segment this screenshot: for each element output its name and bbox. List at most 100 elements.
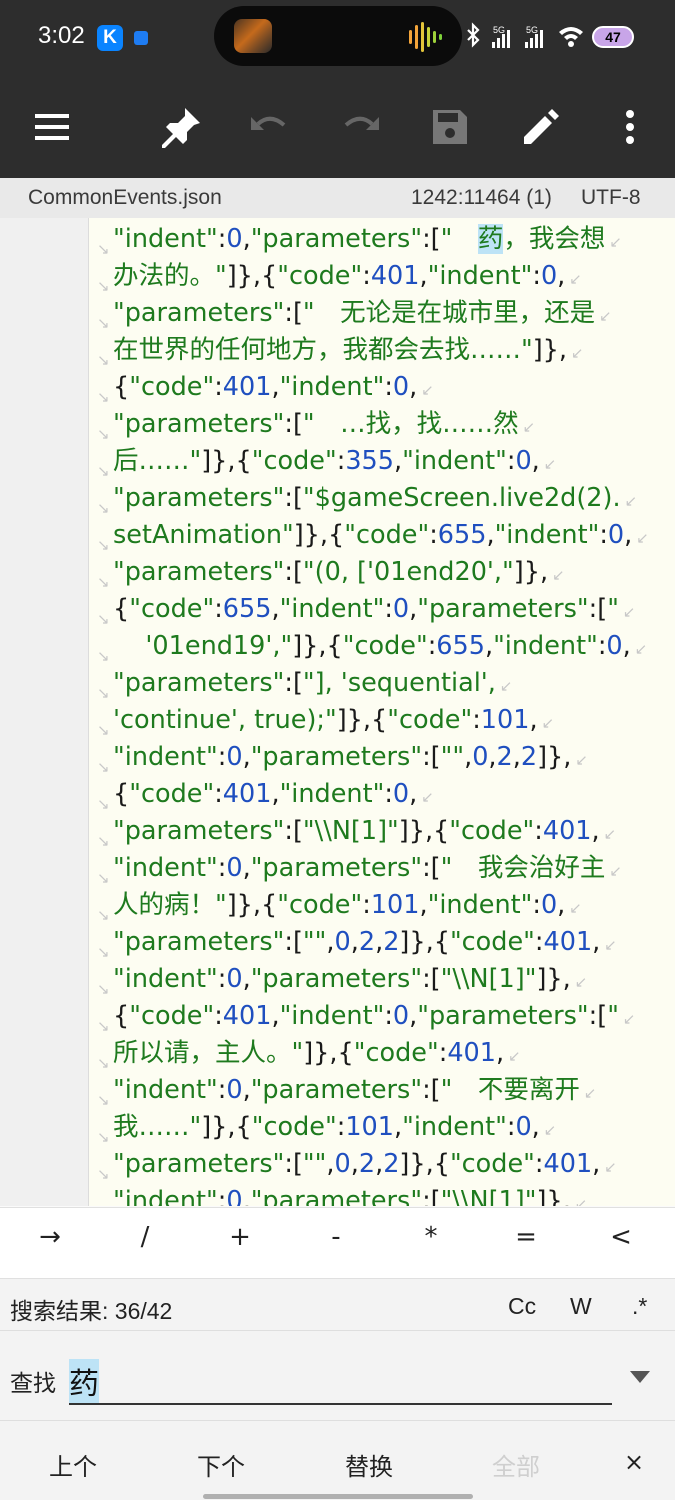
code-token: : [217, 1075, 227, 1105]
code-line[interactable]: ↘人的病！"]},{"code":101,"indent":0,↙ [97, 887, 663, 924]
code-token: "parameters" [113, 409, 285, 439]
code-token: 所以请，主人。" [113, 1038, 304, 1068]
code-line[interactable]: ↘"indent":0,"parameters":[" 不要离开↙ [97, 1072, 663, 1109]
code-token: 在世界的任何地方，我都会去找……" [113, 335, 533, 365]
match-case-toggle[interactable]: Cc [508, 1293, 537, 1319]
key-minus[interactable]: - [331, 1222, 341, 1252]
find-input[interactable] [69, 1353, 612, 1405]
redo-icon[interactable] [336, 103, 384, 151]
code-token: 0 [392, 594, 410, 624]
code-line[interactable]: ↘在世界的任何地方，我都会去找……"]},↙ [97, 332, 663, 369]
code-token: :[ [422, 1075, 441, 1105]
k-app-icon: K [97, 25, 123, 51]
code-token: , [512, 742, 521, 772]
code-editor[interactable]: ↘"indent":0,"parameters":[" 药，我会想↙↘办法的。"… [0, 218, 675, 1206]
menu-icon[interactable] [28, 103, 76, 151]
code-token: 0 [226, 1186, 243, 1206]
code-token: : [384, 1001, 393, 1031]
code-line[interactable]: ↘我……"]},{"code":101,"indent":0,↙ [97, 1109, 663, 1146]
key-slash[interactable]: / [140, 1222, 150, 1252]
code-token: 0 [334, 927, 351, 957]
more-icon[interactable] [606, 103, 654, 151]
code-token: 0 [392, 779, 410, 809]
code-token: , [409, 1001, 418, 1031]
status-time: 3:02 [38, 22, 85, 49]
code-line[interactable]: ↘"parameters":["$gameScreen.live2d(2).↙ [97, 480, 663, 517]
code-token: 401 [222, 372, 272, 402]
file-encoding[interactable]: UTF-8 [581, 186, 641, 209]
whole-word-toggle[interactable]: W [570, 1293, 592, 1319]
code-token: , [350, 927, 359, 957]
key-arrow[interactable]: → [39, 1222, 61, 1252]
key-plus[interactable]: + [229, 1222, 251, 1252]
code-token: : [217, 964, 227, 994]
code-token: : [429, 520, 438, 550]
close-search-button[interactable]: × [624, 1448, 645, 1476]
code-token: , [242, 853, 251, 883]
code-line[interactable]: ↘"parameters":["",0,2,2]},{"code":401,↙ [97, 924, 663, 961]
code-line[interactable]: ↘ '01end19',"]},{"code":655,"indent":0,↙ [97, 628, 663, 665]
find-next-button[interactable]: 下个 [197, 1453, 245, 1481]
wrap-indicator-icon: ↙ [599, 307, 612, 325]
search-action-row: 上个 下个 替换 全部 × [0, 1421, 675, 1500]
wrap-continuation-icon: ↘ [97, 536, 110, 554]
code-line[interactable]: ↘"parameters":[" 无论是在城市里，还是↙ [97, 295, 663, 332]
code-token: "parameters" [417, 1001, 589, 1031]
code-token: 0 [226, 964, 243, 994]
code-token: , [271, 1001, 280, 1031]
code-line[interactable]: ↘"indent":0,"parameters":["\\N[1]"]},↙ [97, 961, 663, 998]
find-input-value[interactable]: 药 [69, 1359, 99, 1403]
code-token: : [472, 705, 481, 735]
key-equals[interactable]: = [515, 1222, 537, 1252]
code-line[interactable]: ↘后……"]},{"code":355,"indent":0,↙ [97, 443, 663, 480]
wifi-icon [559, 27, 583, 47]
code-line[interactable]: ↘"parameters":["], 'sequential',↙ [97, 665, 663, 702]
home-indicator[interactable] [203, 1494, 473, 1499]
code-content[interactable]: ↘"indent":0,"parameters":[" 药，我会想↙↘办法的。"… [97, 221, 663, 1206]
wrap-continuation-icon: ↘ [97, 610, 110, 628]
regex-toggle[interactable]: .* [632, 1293, 648, 1319]
code-token: "parameters" [113, 483, 285, 513]
wrap-continuation-icon: ↘ [97, 351, 110, 369]
find-history-dropdown-icon[interactable] [630, 1371, 650, 1383]
code-line[interactable]: ↘所以请，主人。"]},{"code":401,↙ [97, 1035, 663, 1072]
code-line[interactable]: ↘"indent":0,"parameters":[" 药，我会想↙ [97, 221, 663, 258]
code-token: "code" [449, 927, 535, 957]
replace-all-button[interactable]: 全部 [492, 1453, 540, 1481]
code-token: 人的病！" [113, 890, 227, 920]
code-line[interactable]: ↘"parameters":["",0,2,2]},{"code":401,↙ [97, 1146, 663, 1183]
edit-icon[interactable] [516, 103, 564, 151]
code-token: "indent" [427, 890, 533, 920]
code-line[interactable]: ↘'continue', true);"]},{"code":101,↙ [97, 702, 663, 739]
code-line[interactable]: ↘办法的。"]},{"code":401,"indent":0,↙ [97, 258, 663, 295]
key-asterisk[interactable]: * [424, 1222, 438, 1252]
code-token: : [506, 1112, 516, 1142]
code-line[interactable]: ↘"indent":0,"parameters":["",0,2,2]},↙ [97, 739, 663, 776]
replace-button[interactable]: 替换 [345, 1453, 393, 1481]
dynamic-island[interactable] [214, 6, 462, 66]
undo-icon[interactable] [246, 103, 294, 151]
code-line[interactable]: ↘{"code":401,"indent":0,↙ [97, 776, 663, 813]
code-token: ]},{ [201, 446, 252, 476]
code-line[interactable]: ↘"parameters":["\\N[1]"]},{"code":401,↙ [97, 813, 663, 850]
code-token: : [362, 890, 371, 920]
key-less-than[interactable]: < [610, 1222, 632, 1252]
pin-icon[interactable] [157, 103, 205, 151]
code-line[interactable]: ↘{"code":655,"indent":0,"parameters":["↙ [97, 591, 663, 628]
code-token: "indent" [279, 1001, 385, 1031]
code-line[interactable]: ↘"indent":0,"parameters":["\\N[1]"]},↙ [97, 1183, 663, 1206]
code-token: ]}, [513, 557, 549, 587]
code-line[interactable]: ↘setAnimation"]},{"code":655,"indent":0,… [97, 517, 663, 554]
cursor-position: 1242:11464 (1) [411, 186, 552, 209]
code-line[interactable]: ↘"indent":0,"parameters":[" 我会治好主↙ [97, 850, 663, 887]
code-token: : [384, 779, 393, 809]
code-line[interactable]: ↘{"code":401,"indent":0,"parameters":["↙ [97, 998, 663, 1035]
find-previous-button[interactable]: 上个 [49, 1453, 97, 1481]
code-line[interactable]: ↘"parameters":[" …找，找……然↙ [97, 406, 663, 443]
code-token: 我……" [113, 1112, 202, 1142]
code-token: " …找，找……然 [302, 409, 519, 439]
code-line[interactable]: ↘{"code":401,"indent":0,↙ [97, 369, 663, 406]
save-icon[interactable] [426, 103, 474, 151]
code-line[interactable]: ↘"parameters":["(0, ['01end20',"]},↙ [97, 554, 663, 591]
code-token: { [113, 594, 130, 624]
